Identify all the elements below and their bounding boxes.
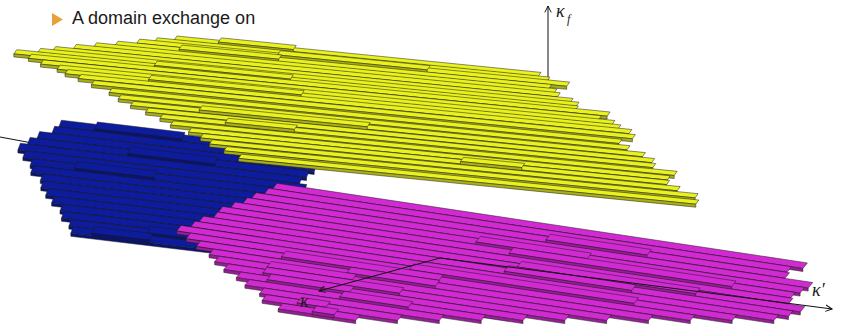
- axis-label: κ′: [812, 281, 825, 301]
- plate: [262, 295, 402, 321]
- plate: [260, 294, 440, 324]
- plate: [186, 239, 732, 324]
- plate: [209, 249, 653, 321]
- bullet-symbol: [52, 13, 63, 26]
- plate: [224, 264, 570, 321]
- plate: [186, 233, 737, 321]
- plate: [245, 285, 481, 323]
- axis-label: κ: [300, 292, 309, 312]
- plate: [236, 272, 527, 321]
- plate: [209, 255, 649, 324]
- plate: [312, 312, 334, 318]
- plate: [177, 225, 779, 320]
- plate: [238, 158, 695, 207]
- plate: [262, 300, 397, 323]
- axis-label: κ: [556, 2, 565, 22]
- bullet-text: A domain exchange on: [72, 9, 255, 29]
- plate: [215, 256, 612, 320]
- axis-arrow: [440, 258, 832, 309]
- plate: [224, 270, 565, 324]
- magenta-plates: [177, 183, 813, 323]
- plate: [238, 154, 698, 204]
- plate: [236, 278, 523, 324]
- plate: [260, 288, 444, 321]
- axis-arrow: [319, 258, 440, 291]
- plate: [224, 147, 698, 198]
- plate: [177, 231, 774, 324]
- plate: [92, 233, 150, 243]
- yellow-plates: [14, 36, 699, 207]
- plate: [196, 241, 695, 321]
- axis-subscript: f: [567, 13, 570, 26]
- plate: [215, 262, 607, 324]
- plate: [245, 280, 486, 321]
